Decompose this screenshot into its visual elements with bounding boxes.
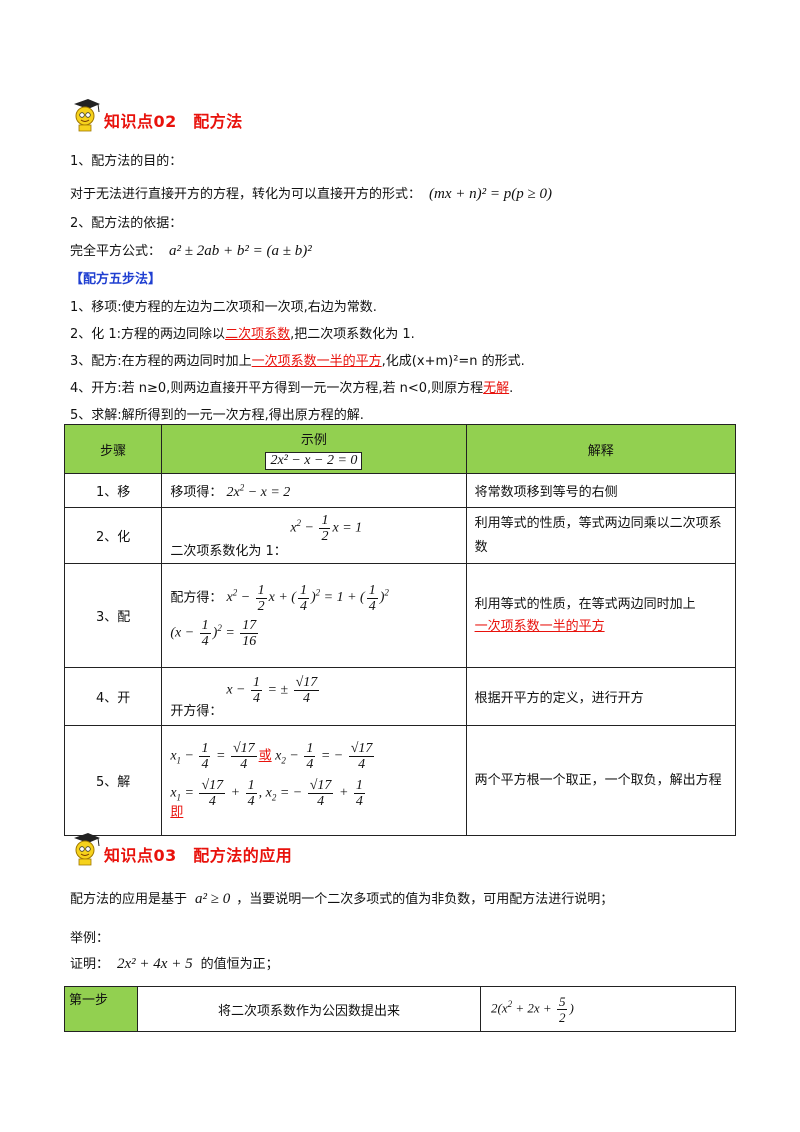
row-explain-highlight: 一次项系数一半的平方	[474, 618, 605, 634]
step-4-pre: 4、开方:若 n≥0,则两边直接开平方得到一元一次方程,若 n<0,则原方程	[70, 381, 484, 396]
proof-pre: 证明：	[70, 957, 110, 972]
or-label: 或	[258, 748, 272, 764]
section-heading-03: 知识点03 配方法的应用	[70, 832, 292, 866]
step-4-post: .	[509, 381, 514, 396]
purpose-formula: (mx + n)² = p(p ≥ 0)	[429, 186, 552, 202]
step-3-highlight: 一次项系数一半的平方	[251, 354, 382, 369]
row-label: 配方得：	[170, 590, 223, 606]
row-formula: 2x2 − x = 2	[226, 481, 291, 500]
section-heading-02: 知识点02 配方法	[70, 98, 243, 132]
step-2-post: ,把二次项系数化为 1.	[290, 327, 415, 342]
basis-text: 完全平方公式：	[70, 244, 162, 259]
step-4-highlight: 无解	[483, 381, 510, 396]
step-2: 2、化 1:方程的两边同除以二次项系数,把二次项系数化为 1.	[70, 323, 415, 342]
purpose-text: 对于无法进行直接开方的方程，转化为可以直接开方的形式：	[70, 187, 422, 202]
header-explain: 解释	[465, 424, 737, 474]
row-explain: 利用等式的性质，等式两边同乘以二次项系数	[465, 507, 737, 564]
step-3: 3、配方:在方程的两边同时加上一次项系数一半的平方,化成(x+m)²=n 的形式…	[70, 350, 525, 369]
example-label: 举例：	[70, 931, 110, 946]
header-example-label: 示例	[300, 432, 327, 448]
row-label: 二次项系数化为 1：	[170, 543, 287, 559]
row-step: 4、开	[63, 667, 163, 726]
row-explain-pre: 利用等式的性质，在等式两边同时加上	[474, 596, 696, 612]
step-4: 4、开方:若 n≥0,则两边直接开平方得到一元一次方程,若 n<0,则原方程无解…	[70, 377, 513, 396]
table-row: 1、移 移项得： 2x2 − x = 2 将常数项移到等号的右侧	[63, 473, 737, 508]
proof-line: 证明： 2x² + 4x + 5 的值恒为正；	[70, 953, 279, 973]
row-step: 3、配	[63, 563, 163, 668]
purpose-line: 对于无法进行直接开方的方程，转化为可以直接开方的形式： (mx + n)² = p…	[70, 183, 552, 203]
step-1: 1、移项:使方程的左边为二次项和一次项,右边为常数.	[70, 300, 377, 315]
app-step-label: 第一步	[64, 986, 138, 1032]
row-label: 开方得：	[170, 703, 223, 719]
basis-line: 完全平方公式： a² ± 2ab + b² = (a ± b)²	[70, 240, 312, 260]
step-5: 5、求解:解所得到的一元一次方程,得出原方程的解.	[70, 408, 364, 423]
purpose-label: 1、配方法的目的：	[70, 154, 183, 169]
row-step: 5、解	[63, 725, 163, 836]
intro-formula: a² ≥ 0	[195, 891, 231, 907]
row-explain: 利用等式的性质，在等式两边同时加上 一次项系数一半的平方	[465, 563, 737, 668]
application-intro: 配方法的应用是基于 a² ≥ 0 ，当要说明一个二次多项式的值为非负数，可用配方法进…	[70, 888, 613, 908]
row-explain: 两个平方根一个取正，一个取负，解出方程	[465, 725, 737, 836]
app-step-desc: 将二次项系数作为公因数提出来	[137, 986, 481, 1032]
step-3-pre: 3、配方:在方程的两边同时加上	[70, 354, 252, 369]
step-2-highlight: 二次项系数	[225, 327, 291, 342]
step-2-pre: 2、化 1:方程的两边同除以	[70, 327, 226, 342]
row-step: 2、化	[63, 507, 163, 564]
section-title: 知识点02 配方法	[104, 112, 243, 131]
basis-formula: a² ± 2ab + b² = (a ± b)²	[169, 243, 312, 259]
five-steps-title: 【配方五步法】	[70, 272, 162, 287]
header-example: 示例 2x² − x − 2 = 0	[161, 424, 467, 474]
header-step: 步骤	[63, 424, 163, 474]
basis-label: 2、配方法的依据：	[70, 216, 183, 231]
student-mascot-icon	[74, 833, 100, 866]
step-3-post: ,化成(x+m)²=n 的形式.	[381, 354, 525, 369]
row-example: 移项得： 2x2 − x = 2	[161, 473, 467, 508]
proof-formula: 2x² + 4x + 5	[117, 956, 193, 972]
row-step: 1、移	[63, 473, 163, 508]
example-equation: 2x² − x − 2 = 0	[265, 451, 363, 470]
row-label: 移项得：	[170, 484, 223, 500]
section-title: 知识点03 配方法的应用	[104, 846, 293, 865]
row-explain: 将常数项移到等号的右侧	[465, 473, 737, 508]
proof-post: 的值恒为正；	[200, 957, 279, 972]
then-label: 即	[170, 805, 184, 820]
table-header-row: 步骤 示例 2x² − x − 2 = 0 解释	[63, 424, 737, 474]
five-steps-table: 步骤 示例 2x² − x − 2 = 0 解释 1、移 移项得： 2x2 − …	[63, 424, 737, 836]
student-mascot-icon	[74, 99, 100, 132]
row-explain: 根据开平方的定义，进行开方	[465, 667, 737, 726]
intro-pre: 配方法的应用是基于	[70, 892, 188, 907]
intro-post: ，当要说明一个二次多项式的值为非负数，可用配方法进行说明；	[236, 892, 614, 907]
